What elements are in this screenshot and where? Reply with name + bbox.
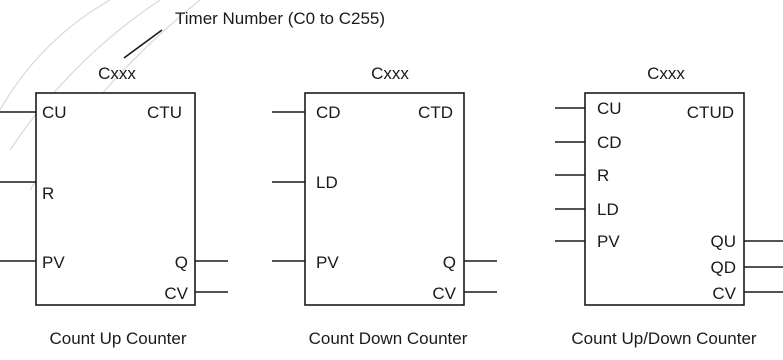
ctd-caption: Count Down Counter	[309, 329, 468, 348]
ctud-block: Cxxx CTUD CU CD R LD PV QU QD CV Count U…	[555, 64, 783, 348]
ctd-input-label-cd: CD	[316, 103, 341, 122]
ctud-box	[584, 92, 745, 306]
ctu-input-label-pv: PV	[42, 253, 65, 272]
ctu-type-label: CTU	[147, 103, 182, 122]
ctud-input-label-cu: CU	[597, 99, 622, 118]
ctu-input-label-r: R	[42, 184, 54, 203]
timer-number-annotation: Timer Number (C0 to C255)	[123, 9, 385, 59]
ctd-address: Cxxx	[371, 64, 409, 83]
ctu-output-label-q: Q	[175, 253, 188, 272]
ctd-block: Cxxx CTD CD LD PV Q CV Count Down Counte…	[272, 64, 497, 348]
ctud-address: Cxxx	[647, 64, 685, 83]
ctu-block: Cxxx CTU CU R PV Q CV Count Up Counter	[0, 64, 228, 348]
ctud-input-label-pv: PV	[597, 232, 620, 251]
ctud-input-label-ld: LD	[597, 200, 619, 219]
ctud-output-label-qd: QD	[711, 258, 737, 277]
ctu-caption: Count Up Counter	[49, 329, 186, 348]
ctu-output-label-cv: CV	[164, 284, 188, 303]
ctd-input-label-ld: LD	[316, 173, 338, 192]
annotation-text: Timer Number (C0 to C255)	[175, 9, 385, 28]
ctd-output-label-cv: CV	[432, 284, 456, 303]
ctud-caption: Count Up/Down Counter	[571, 329, 757, 348]
ctud-output-label-qu: QU	[711, 232, 737, 251]
ctu-address: Cxxx	[98, 64, 136, 83]
ctd-output-label-q: Q	[443, 253, 456, 272]
ctd-box	[304, 92, 465, 306]
ctud-output-label-cv: CV	[712, 284, 736, 303]
ctu-input-label-cu: CU	[42, 103, 67, 122]
ctd-type-label: CTD	[418, 103, 453, 122]
ctud-input-label-cd: CD	[597, 133, 622, 152]
ctu-box	[35, 92, 196, 306]
ctud-input-label-r: R	[597, 166, 609, 185]
annotation-leader-line	[123, 29, 163, 59]
ctd-input-label-pv: PV	[316, 253, 339, 272]
ctud-type-label: CTUD	[687, 103, 734, 122]
